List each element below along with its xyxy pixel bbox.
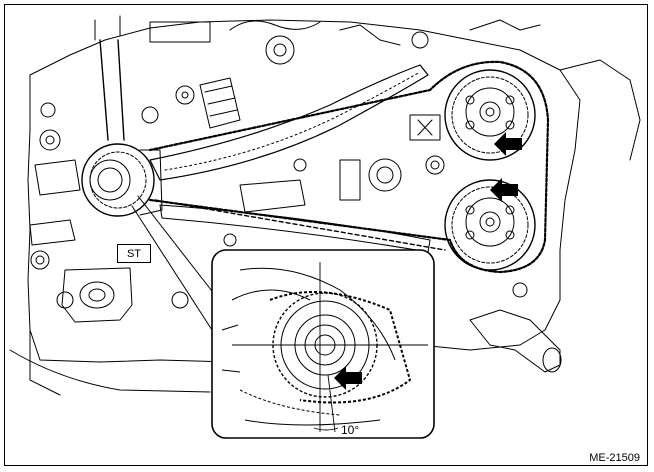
cam-sprocket-lower: [444, 179, 536, 271]
cam-mark-arrow-lower: [490, 178, 518, 202]
coolant-pipe: [469, 309, 561, 373]
oil-pump-housing: [61, 267, 133, 323]
crank-mark-arrow: [334, 366, 362, 390]
chain-guide-lower: [159, 204, 431, 253]
inset-leader-top: [137, 195, 216, 296]
engine-block-outline: [27, 19, 581, 363]
angle-label: 10°: [341, 423, 360, 437]
crank-sprocket: [81, 143, 163, 217]
special-tool-label: ST: [117, 244, 151, 263]
chain-tensioner: [199, 77, 241, 129]
inset-detail: [211, 249, 435, 439]
chain-guide-upper: [149, 64, 429, 181]
figure-id: ME-21509: [589, 452, 640, 464]
inset-leader-bottom: [131, 205, 213, 331]
special-tool-text: ST: [126, 247, 142, 260]
cam-mark-arrow-upper: [494, 132, 522, 156]
cam-sprocket-upper: [444, 69, 536, 161]
timing-chain: [148, 60, 550, 274]
